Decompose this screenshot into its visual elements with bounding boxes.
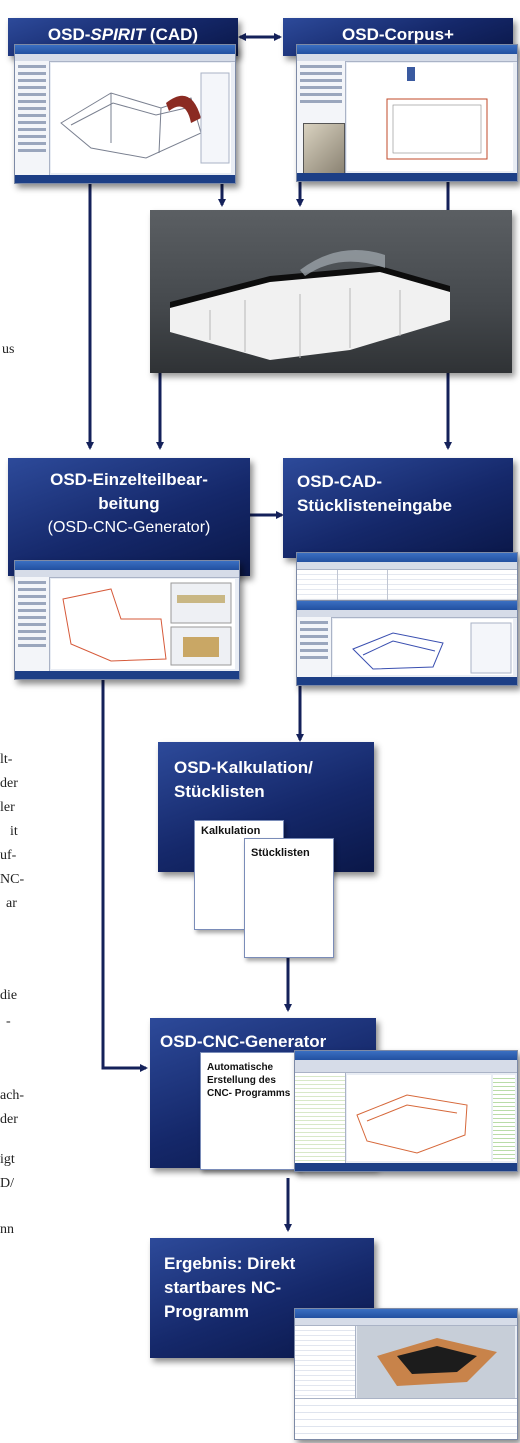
side-text-10: - [6,1014,11,1029]
kalkulation-line1: OSD-Kalkulation/ [174,758,313,777]
side-text-11: ach- [0,1088,25,1103]
kalkulation-doc-label: Kalkulation [201,825,261,837]
kalkulation-line2: Stücklisten [174,782,265,801]
cnc-doc-line4: Programms [234,1088,291,1099]
side-text-2: lt- [0,752,13,767]
ergebnis-screenshot [294,1308,518,1440]
arrow-einzelteil-cnc [101,672,148,1072]
stueckliste-table-screenshot [296,552,518,602]
spirit-italic: SPIRIT [90,25,146,44]
cnc-document: Automatische Erstellung des CNC- Program… [200,1052,300,1170]
spirit-suffix: (CAD) [145,25,199,44]
side-text-1: us [2,342,15,357]
cnc-doc-line2: Erstellung des [207,1075,276,1086]
cnc-doc-line1: Automatische [207,1062,274,1073]
stueckliste-3d-screenshot [296,600,518,686]
side-text-13: igt [0,1152,15,1167]
corpus-label: OSD-Corpus+ [342,25,454,44]
ergebnis-line2: startbares NC- [164,1278,282,1297]
cad-line1: OSD-CAD- [297,472,382,491]
einzelteil-line1: OSD-Einzelteilbear- [50,470,208,489]
stuecklisten-doc-label: Stücklisten [251,847,310,859]
ergebnis-line1: Ergebnis: Direkt [164,1254,296,1273]
cnc-screenshot [294,1050,518,1172]
cnc-doc-line3: CNC- [207,1088,232,1099]
ergebnis-line3: Programm [164,1302,250,1321]
stuecklisten-document: Stücklisten [244,838,334,958]
einzelteil-line3: (OSD-CNC-Generator) [47,519,211,536]
einzelteil-box: OSD-Einzelteilbear- beitung (OSD-CNC-Gen… [8,458,250,576]
side-text-5: it [10,824,18,839]
einzelteil-screenshot [14,560,240,680]
spirit-prefix: OSD- [47,25,91,44]
side-text-7: NC- [0,872,25,887]
spirit-screenshot [14,44,236,184]
side-text-4: ler [0,800,15,815]
side-text-8: ar [6,896,17,911]
side-text-6: uf- [0,848,17,863]
side-text-14: D/ [0,1176,14,1191]
cnc-line1: OSD-CNC-Generator [160,1032,327,1051]
kitchen-3d-render [150,210,512,373]
side-text-3: der [0,776,18,791]
side-text-12: der [0,1112,18,1127]
side-text-9: die [0,988,18,1003]
side-text-15: nn [0,1222,14,1237]
einzelteil-line2: beitung [98,494,160,513]
cad-line2: Stücklisteneingabe [297,496,452,515]
cad-stueckliste-box: OSD-CAD- Stücklisteneingabe [283,458,513,558]
corpus-screenshot [296,44,518,182]
